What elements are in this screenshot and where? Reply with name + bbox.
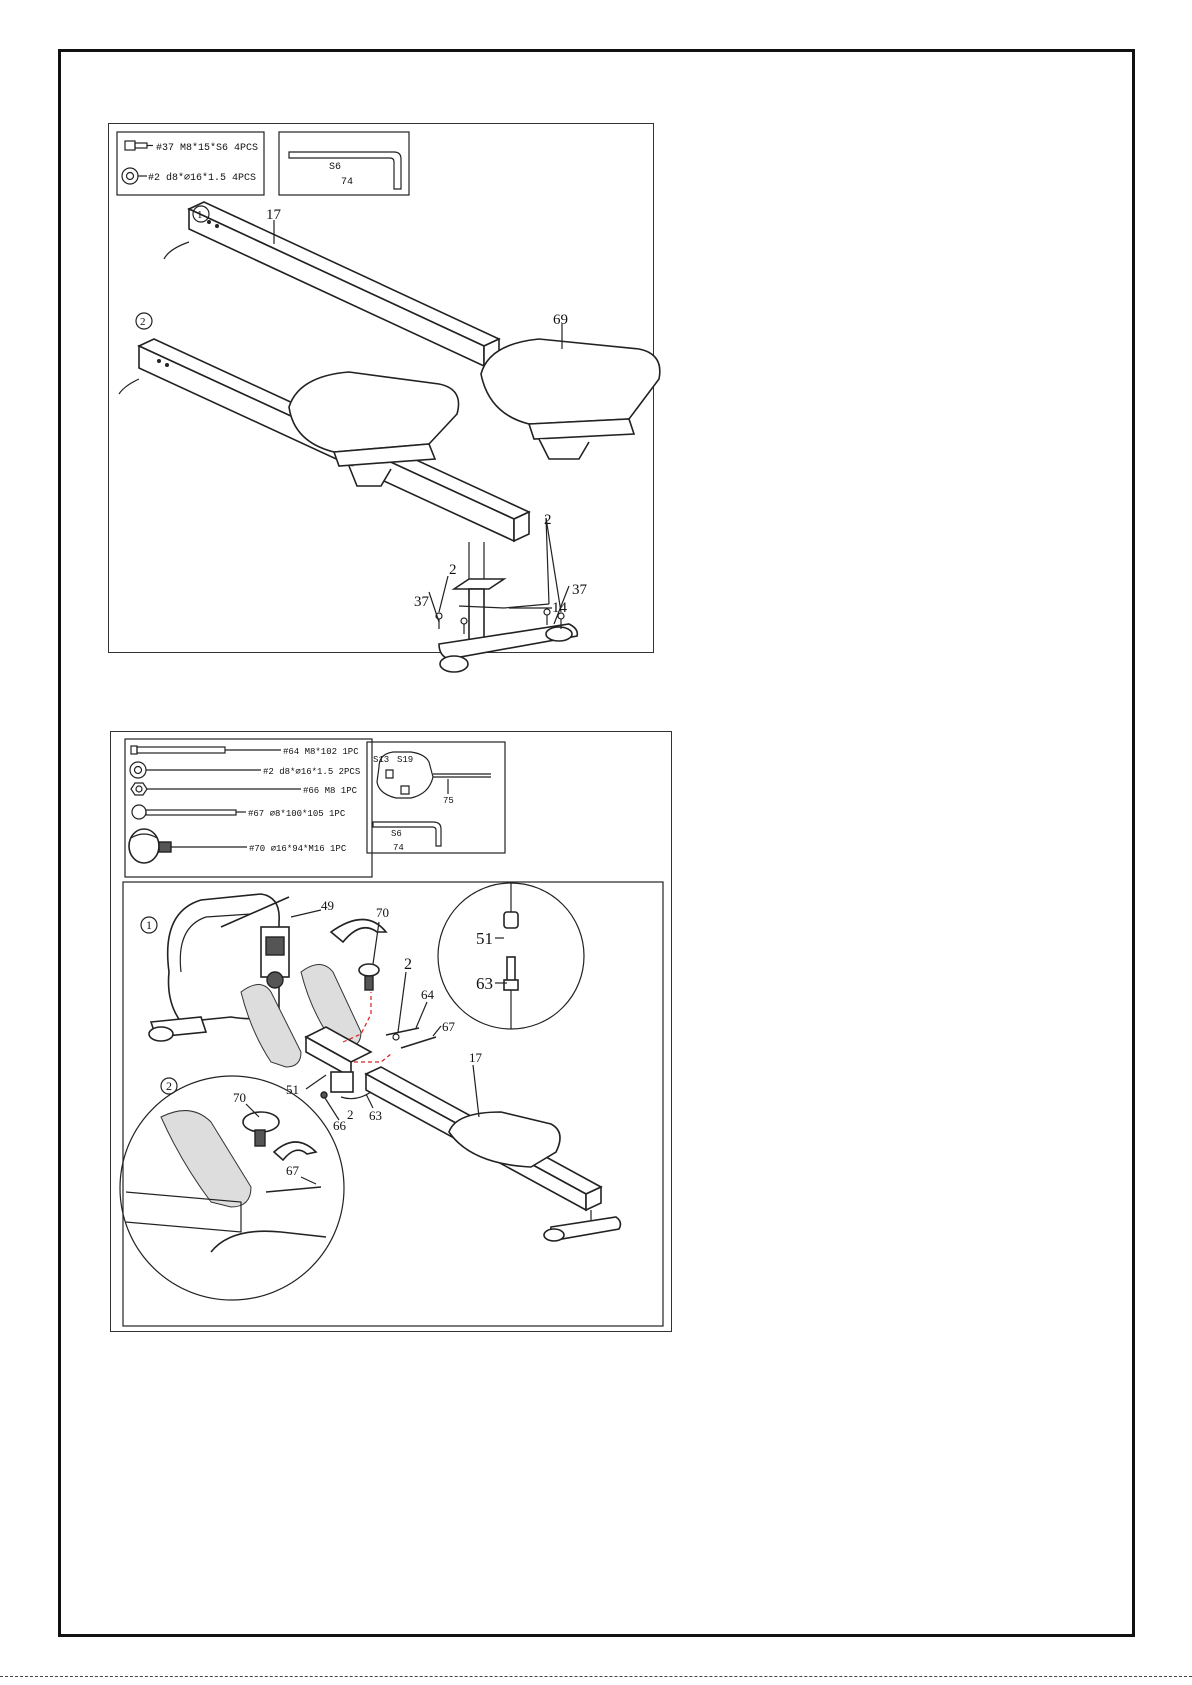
callout-cable-a: 51: [286, 1082, 299, 1097]
callout-detail-knob: 70: [233, 1090, 246, 1105]
nut-icon: [131, 783, 301, 795]
callout-rail-17: 17: [469, 1050, 483, 1065]
step2-step-b: 2: [166, 1079, 172, 1093]
callout-bolt-r: 37: [572, 582, 588, 598]
callout-cable-b: 63: [369, 1108, 382, 1123]
step1-tool-part: 74: [341, 177, 353, 188]
step2-hardware-pin: #67 ∅8*100*105 1PC: [248, 809, 346, 819]
washer-icon: [122, 168, 147, 184]
step2-hardware-knob: #70 ∅16*94*M16 1PC: [249, 844, 347, 854]
callout-detail-pin: 67: [286, 1163, 300, 1178]
step2-step-a: 1: [146, 918, 152, 932]
knob-70: [359, 964, 379, 990]
callout-nut: 66: [333, 1118, 347, 1133]
callout-washer: 2: [404, 956, 412, 973]
bolt-icon: [125, 141, 153, 150]
callout-zoom-b: 63: [476, 974, 493, 993]
callout-handle: 49: [321, 898, 334, 913]
callout-washer-l: 2: [449, 562, 457, 578]
step1-hardware-washer: #2 d8*∅16*1.5 4PCS: [148, 172, 256, 184]
rail-17: [164, 202, 499, 366]
page-bottom-rule: [0, 1676, 1192, 1677]
knob-icon: [129, 829, 247, 863]
callout-bolt-l: 37: [414, 594, 430, 610]
bolt-long-icon: [131, 746, 281, 754]
step2-wrench-size-b: S19: [397, 755, 413, 765]
callout-knob: 70: [376, 905, 389, 920]
step2-wrench-part: 75: [443, 796, 454, 806]
callout-pin: 67: [442, 1019, 456, 1034]
detail-circle: [120, 1076, 344, 1300]
step2-panel: #64 M8*102 1PC #2 d8*∅16*1.5 2PCS #66 M8…: [110, 731, 672, 1332]
step2-hardware-washer: #2 d8*∅16*1.5 2PCS: [263, 767, 360, 777]
step1-diagram: #37 M8*15*S6 4PCS #2 d8*∅16*1.5 4PCS S6 …: [109, 124, 655, 654]
seat-69: [481, 339, 660, 459]
step2-hardware-box: [125, 739, 372, 877]
rear-rail-17: [341, 1067, 620, 1241]
pin-icon: [132, 805, 246, 819]
step2-hex-part: 74: [393, 843, 404, 853]
step1-tool-size: S6: [329, 162, 341, 173]
step2-diagram: #64 M8*102 1PC #2 d8*∅16*1.5 2PCS #66 M8…: [111, 732, 673, 1333]
step2-hex-size: S6: [391, 829, 402, 839]
callout-seat: 69: [553, 312, 568, 328]
washer-2: [393, 1034, 399, 1040]
step1-step-a: 1: [197, 209, 203, 221]
callout-washer-r: 2: [544, 512, 552, 528]
wrench-icon: [377, 752, 491, 798]
callout-rail: 17: [266, 207, 282, 223]
bolt-64: [386, 1028, 419, 1035]
step1-panel: #37 M8*15*S6 4PCS #2 d8*∅16*1.5 4PCS S6 …: [108, 123, 654, 653]
hex-key-icon: [373, 822, 441, 846]
step1-hardware-box: [117, 132, 264, 195]
nut-66: [321, 1092, 327, 1098]
step2-wrench-size-a: S13: [373, 755, 389, 765]
step2-hardware-bolt: #64 M8*102 1PC: [283, 747, 359, 757]
step1-step-b: 2: [140, 316, 146, 328]
callout-stabilizer: 14: [552, 600, 568, 616]
callout-zoom-a: 51: [476, 929, 493, 948]
callout-bolt: 64: [421, 987, 435, 1002]
zoom-detail: [438, 883, 584, 1029]
step1-hardware-bolt: #37 M8*15*S6 4PCS: [156, 142, 258, 154]
washer-icon: [130, 762, 261, 778]
pin-67: [401, 1037, 436, 1048]
rail-assembly: [119, 339, 529, 541]
callout-washer-b: 2: [347, 1107, 354, 1122]
step2-hardware-nut: #66 M8 1PC: [303, 786, 358, 796]
